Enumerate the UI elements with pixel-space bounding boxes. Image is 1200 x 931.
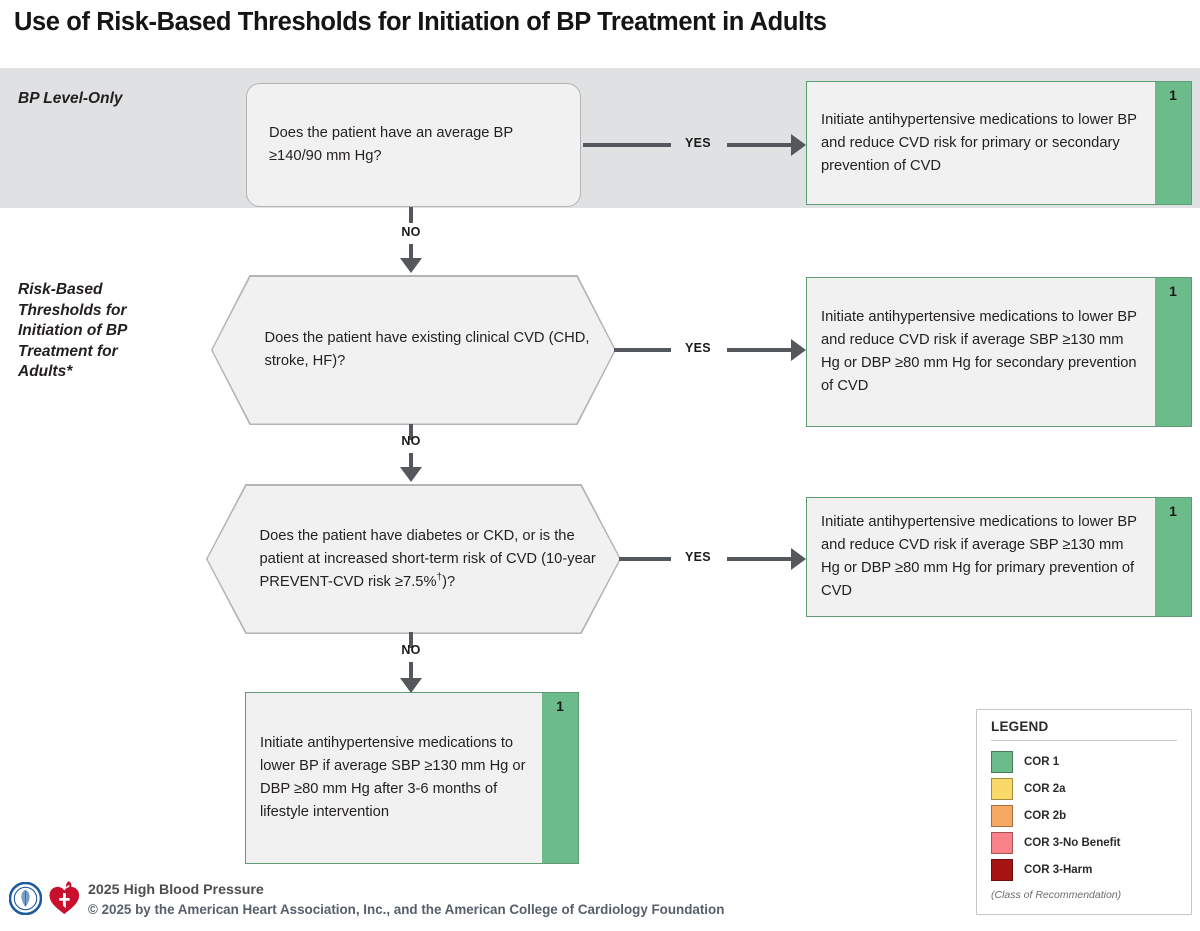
recommendation-box-1-text: Initiate antihypertensive medications to…	[821, 111, 1137, 174]
connector-no-1-arrowhead	[400, 258, 422, 273]
legend-item-cor-1: COR 1	[991, 748, 1191, 775]
connector-yes-1-arrowhead	[791, 134, 806, 156]
connector-no-2-label: NO	[401, 434, 421, 448]
cor-stripe-4: 1	[542, 693, 578, 863]
connector-yes-3-line-left	[619, 557, 671, 561]
recommendation-box-3-text: Initiate antihypertensive medications to…	[821, 514, 1137, 599]
recommendation-box-4-text: Initiate antihypertensive medications to…	[260, 735, 526, 820]
decision-node-2-text: Does the patient have existing clinical …	[264, 330, 590, 369]
legend-item-cor-2b: COR 2b	[991, 802, 1191, 829]
section-label-risk-based-thresholds: Risk-Based Thresholds for Initiation of …	[18, 281, 127, 380]
connector-no-3-label: NO	[401, 643, 421, 657]
recommendation-box-1: Initiate antihypertensive medications to…	[806, 81, 1192, 205]
connector-yes-2-line-right	[727, 348, 792, 352]
legend-item-cor-3-no-benefit: COR 3-No Benefit	[991, 829, 1191, 856]
page-title: Use of Risk-Based Thresholds for Initiat…	[14, 8, 827, 36]
cor-number-1: 1	[1169, 87, 1177, 103]
decision-node-3-text-tail: )?	[442, 573, 456, 590]
connector-no-1-line-top	[409, 207, 413, 223]
connector-no-2-line-bottom	[409, 453, 413, 471]
section-label-bp-level-only: BP Level-Only	[18, 90, 123, 107]
legend-panel: LEGEND COR 1 COR 2a COR 2b COR 3-No Bene…	[976, 709, 1192, 915]
connector-yes-2-arrowhead	[791, 339, 806, 361]
cor-number-3: 1	[1169, 503, 1177, 519]
legend-swatch-cor-2b	[991, 804, 1013, 827]
recommendation-box-3: Initiate antihypertensive medications to…	[806, 497, 1192, 617]
connector-no-2-line-top	[409, 424, 413, 440]
connector-yes-1-line-right	[727, 143, 792, 147]
decision-node-3-text: Does the patient have diabetes or CKD, o…	[208, 525, 620, 594]
connector-no-3-arrowhead	[400, 678, 422, 693]
legend-item-cor-2a: COR 2a	[991, 775, 1191, 802]
connector-yes-3-line-right	[727, 557, 792, 561]
acc-logo-icon	[9, 882, 42, 915]
connector-no-1-line-bottom	[409, 244, 413, 262]
legend-footnote: (Class of Recommendation)	[991, 889, 1122, 901]
decision-node-diabetes-ckd-risk[interactable]: Does the patient have diabetes or CKD, o…	[207, 485, 620, 633]
legend-label-cor-1: COR 1	[1024, 755, 1060, 768]
connector-yes-1-label: YES	[685, 136, 711, 150]
decision-node-1-text: Does the patient have an average BP ≥140…	[269, 125, 513, 164]
cor-number-2: 1	[1169, 283, 1177, 299]
connector-yes-1-line-left	[583, 143, 671, 147]
legend-label-cor-3-no-benefit: COR 3-No Benefit	[1024, 836, 1121, 849]
decision-node-average-bp[interactable]: Does the patient have an average BP ≥140…	[246, 83, 581, 207]
connector-yes-3-label: YES	[685, 550, 711, 564]
connector-no-3-line-bottom	[409, 662, 413, 680]
legend-swatch-cor-1	[991, 750, 1013, 773]
cor-number-4: 1	[556, 698, 564, 714]
legend-title: LEGEND	[991, 719, 1049, 734]
recommendation-box-4: Initiate antihypertensive medications to…	[245, 692, 579, 864]
decision-node-3-text-main: Does the patient have diabetes or CKD, o…	[259, 527, 596, 590]
footer: 2025 High Blood Pressure © 2025 by the A…	[0, 878, 1200, 931]
legend-item-cor-3-harm: COR 3-Harm	[991, 856, 1191, 883]
aha-heart-torch-icon	[49, 881, 80, 914]
legend-label-cor-2a: COR 2a	[1024, 782, 1066, 795]
legend-swatch-cor-3-harm	[991, 858, 1013, 881]
legend-swatch-cor-3-no-benefit	[991, 831, 1013, 854]
cor-stripe-1: 1	[1155, 82, 1191, 204]
footer-guideline-title: 2025 High Blood Pressure	[88, 882, 264, 898]
connector-no-2-arrowhead	[400, 467, 422, 482]
connector-yes-2-line-left	[614, 348, 671, 352]
footer-text-block: 2025 High Blood Pressure © 2025 by the A…	[88, 881, 724, 919]
recommendation-box-2-text: Initiate antihypertensive medications to…	[821, 309, 1137, 394]
connector-no-3-line-top	[409, 632, 413, 648]
footer-copyright: © 2025 by the American Heart Association…	[88, 902, 725, 917]
connector-yes-2-label: YES	[685, 341, 711, 355]
legend-label-cor-3-harm: COR 3-Harm	[1024, 863, 1093, 876]
legend-divider	[991, 740, 1177, 741]
dagger-footnote-marker: †	[436, 571, 443, 583]
legend-swatch-cor-2a	[991, 777, 1013, 800]
connector-yes-3-arrowhead	[791, 548, 806, 570]
recommendation-box-2: Initiate antihypertensive medications to…	[806, 277, 1192, 427]
legend-label-cor-2b: COR 2b	[1024, 809, 1067, 822]
cor-stripe-2: 1	[1155, 278, 1191, 426]
decision-node-existing-cvd[interactable]: Does the patient have existing clinical …	[212, 276, 615, 424]
connector-no-1-label: NO	[401, 225, 421, 239]
cor-stripe-3: 1	[1155, 498, 1191, 616]
